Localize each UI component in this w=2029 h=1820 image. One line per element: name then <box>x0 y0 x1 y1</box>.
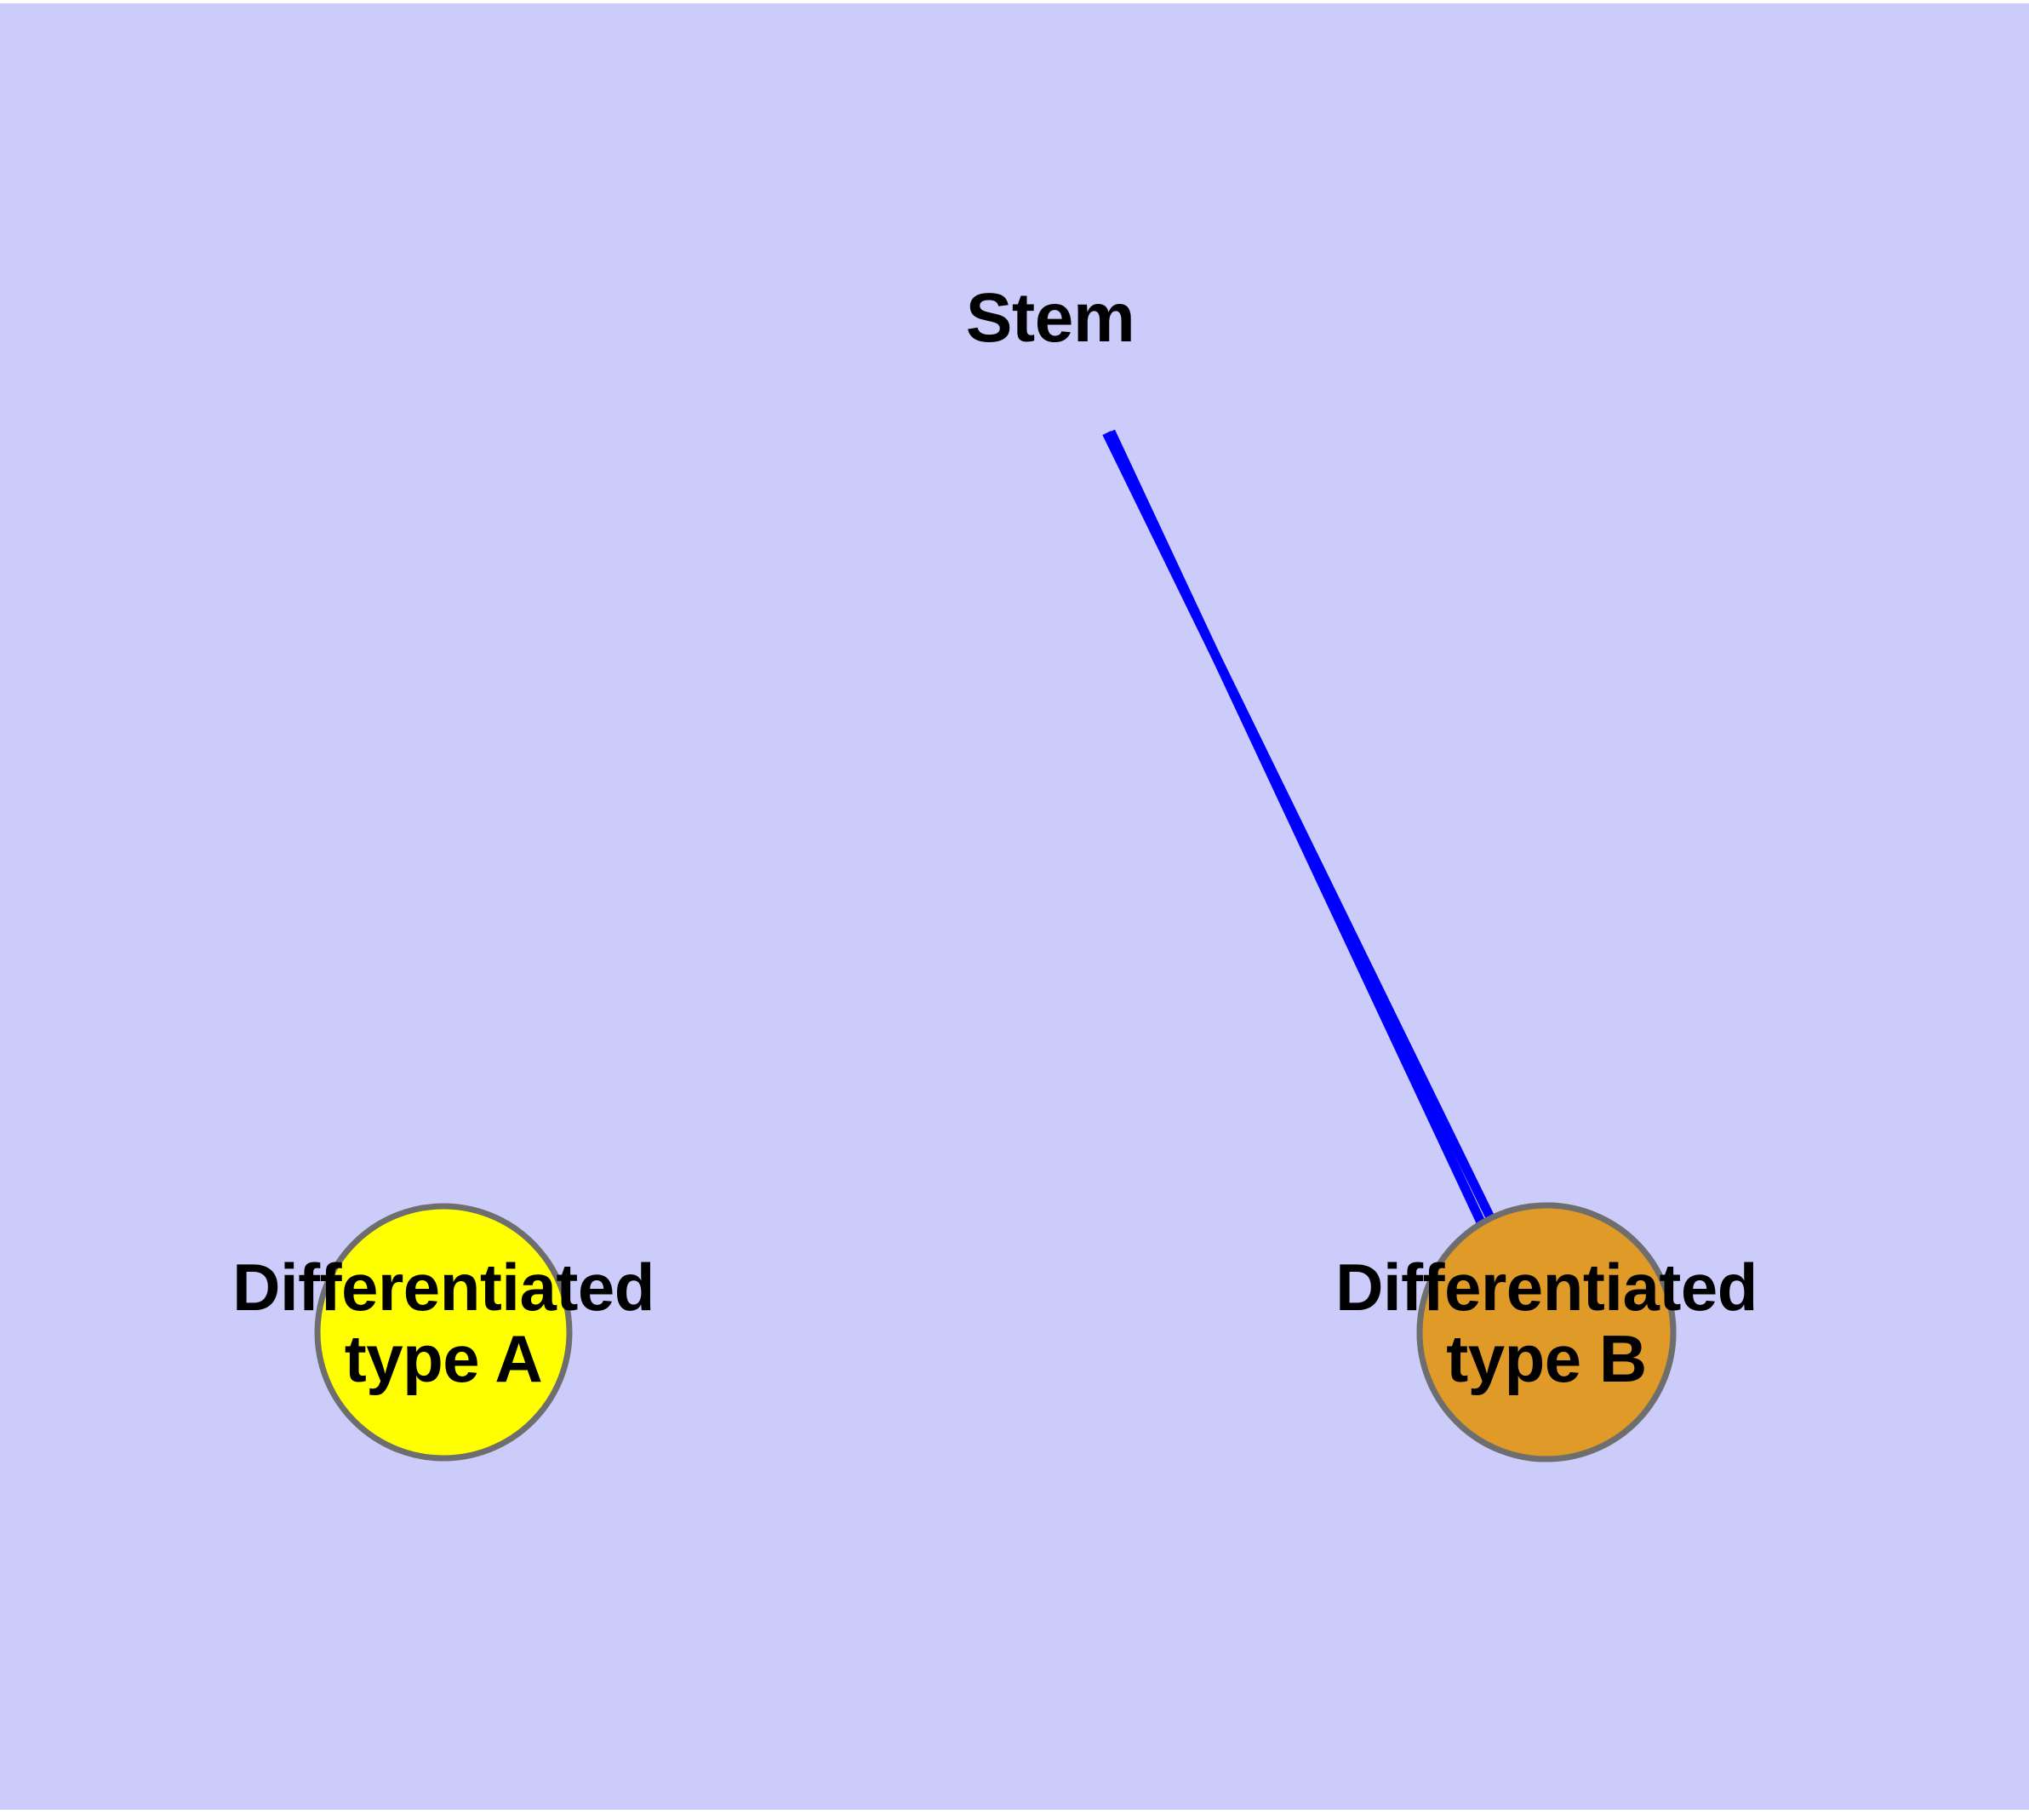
plot-background <box>0 3 2029 1810</box>
edge-layer <box>1102 429 1495 1228</box>
node-stem[interactable] <box>314 1203 573 1462</box>
node-layer <box>314 1202 1677 1462</box>
edge-stem-to-differentiated-type-b[interactable] <box>1106 429 1487 1228</box>
node-differentiated-type-b[interactable] <box>1416 1202 1677 1462</box>
